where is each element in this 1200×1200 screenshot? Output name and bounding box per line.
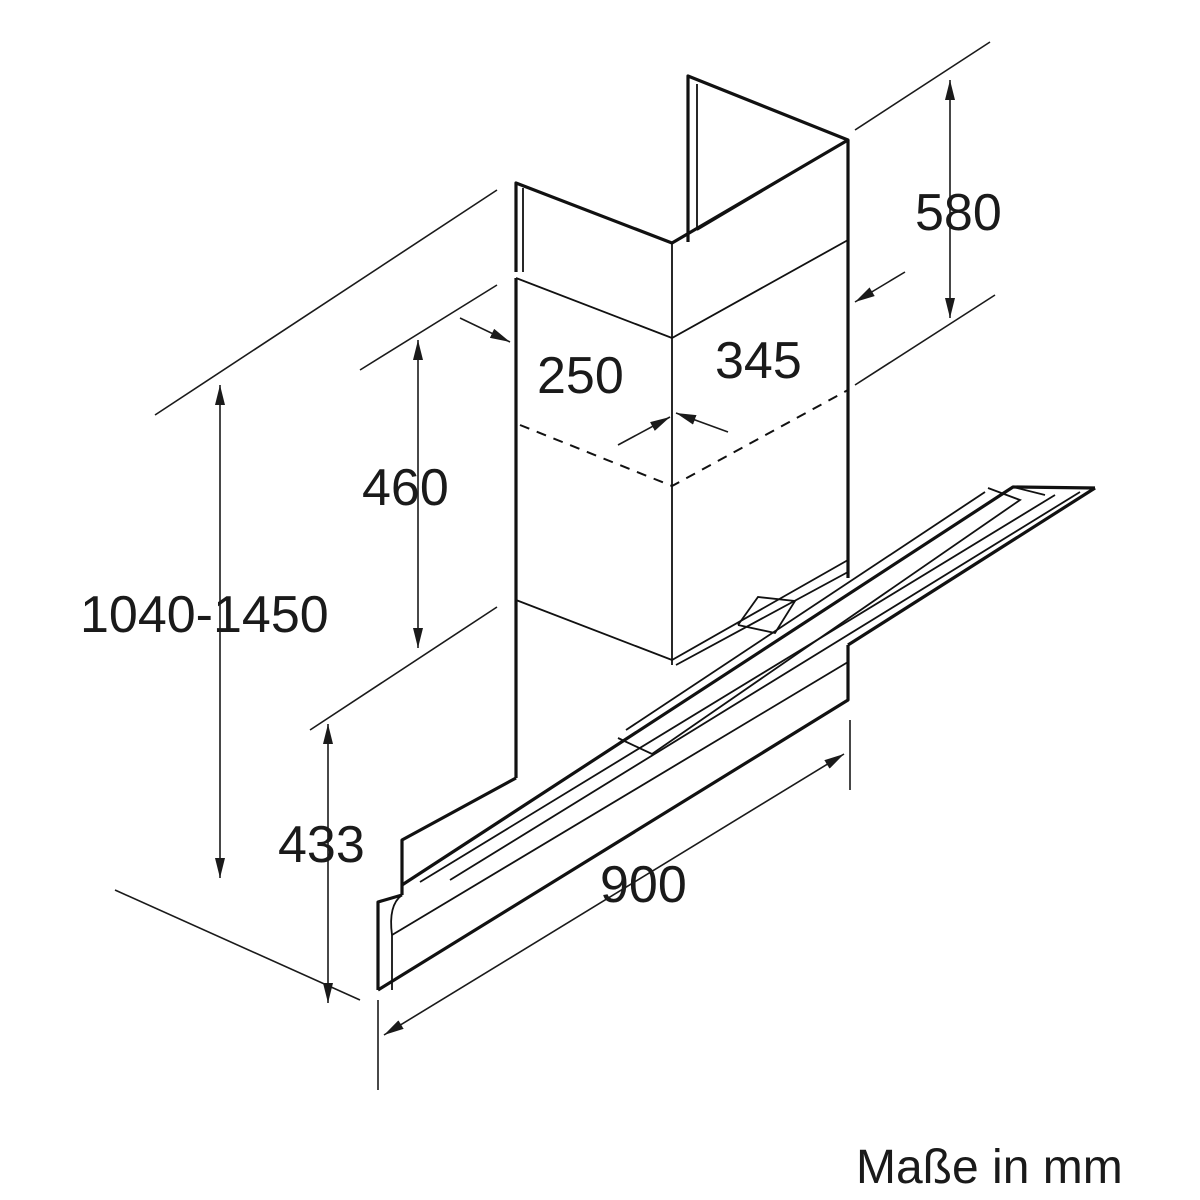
dimension-labels: 580 345 250 460 1040-1450 433 900 — [80, 184, 1002, 914]
dimension-lines — [215, 80, 955, 1036]
dim-label-345: 345 — [715, 332, 802, 390]
chimney — [514, 74, 850, 778]
dim-label-1040-1450: 1040-1450 — [80, 586, 329, 644]
dim-label-580: 580 — [915, 184, 1002, 242]
units-caption: Maße in mm — [856, 1141, 1123, 1194]
dim-label-433: 433 — [278, 816, 365, 874]
dim-label-460: 460 — [362, 459, 449, 517]
hood-canopy — [376, 485, 1096, 992]
extension-lines — [114, 41, 996, 1090]
dim-label-250: 250 — [537, 347, 624, 405]
hood-width-dim-line — [383, 753, 845, 1036]
dim-label-900: 900 — [600, 856, 687, 914]
